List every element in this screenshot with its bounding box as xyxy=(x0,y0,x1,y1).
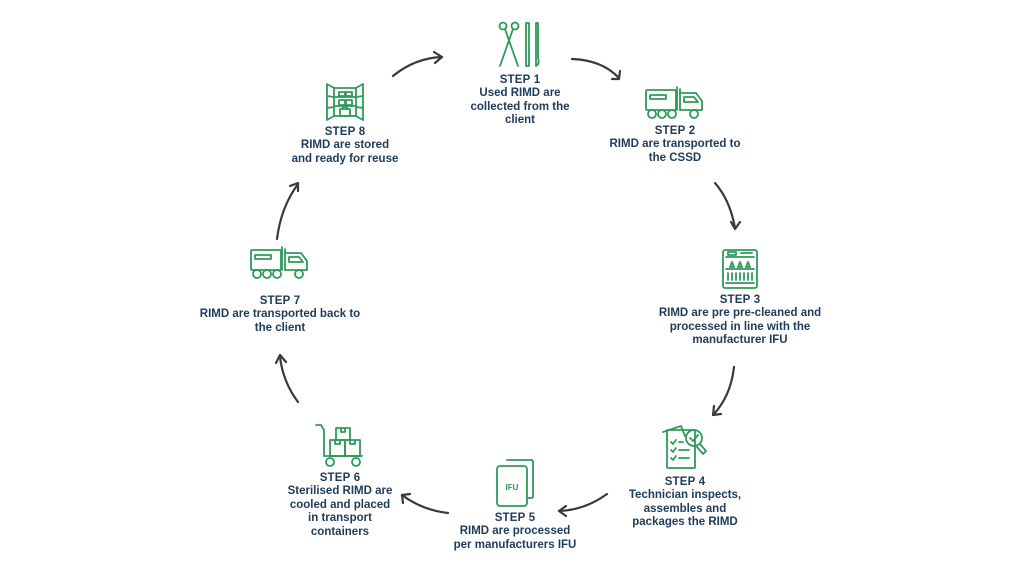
step-1-description: Used RIMD are collected from the client xyxy=(470,87,570,126)
arrow-step5-to-step6 xyxy=(400,492,450,515)
step-5-description: RIMD are processed per manufacturers IFU xyxy=(453,525,577,551)
step-8: STEP 8 RIMD are stored and ready for reu… xyxy=(270,82,420,166)
storage-shelves-icon xyxy=(326,83,364,121)
step-8-title: STEP 8 xyxy=(324,126,366,138)
step-6-title: STEP 6 xyxy=(319,472,361,484)
step-1-title: STEP 1 xyxy=(499,74,541,86)
truck-icon xyxy=(645,86,703,119)
arrow-step7-to-step8 xyxy=(275,181,300,241)
trolley-boxes-icon xyxy=(315,424,363,467)
ifu-label: IFU xyxy=(506,483,519,492)
step-4-description: Technician inspects, assembles and packa… xyxy=(628,489,742,528)
step-2: STEP 2 RIMD are transported to the CSSD xyxy=(595,85,755,165)
arrow-step4-to-step5 xyxy=(557,492,609,518)
arrow-step8-to-step1 xyxy=(391,50,444,78)
arrow-step2-to-step3 xyxy=(713,181,742,231)
step-4: STEP 4 Technician inspects, assembles an… xyxy=(610,422,760,530)
arrow-step3-to-step4 xyxy=(711,365,736,417)
surgical-instruments-icon xyxy=(498,21,540,67)
ifu-document-icon: IFU xyxy=(496,459,534,507)
arrow-step6-to-step7 xyxy=(274,353,300,404)
step-2-description: RIMD are transported to the CSSD xyxy=(609,138,741,164)
step-6-description: Sterilised RIMD are cooled and placed in… xyxy=(287,485,393,538)
step-7-title: STEP 7 xyxy=(259,295,301,307)
step-3: STEP 3 RIMD are pre pre-cleaned and proc… xyxy=(640,248,840,348)
arrow-step1-to-step2 xyxy=(570,57,622,81)
checklist-inspection-icon xyxy=(662,425,707,469)
step-3-description: RIMD are pre pre-cleaned and processed i… xyxy=(658,307,822,346)
step-4-title: STEP 4 xyxy=(664,476,706,488)
truck-icon xyxy=(250,246,308,279)
step-8-description: RIMD are stored and ready for reuse xyxy=(291,139,399,165)
step-7: STEP 7 RIMD are transported back to the … xyxy=(180,245,380,335)
step-7-description: RIMD are transported back to the client xyxy=(199,308,361,334)
step-3-title: STEP 3 xyxy=(719,294,761,306)
step-1: STEP 1 Used RIMD are collected from the … xyxy=(435,20,605,128)
step-5-title: STEP 5 xyxy=(494,512,536,524)
step-6: STEP 6 Sterilised RIMD are cooled and pl… xyxy=(265,422,415,539)
washer-disinfector-icon xyxy=(722,249,758,289)
step-5: IFU STEP 5 RIMD are processed per manufa… xyxy=(440,458,590,552)
step-2-title: STEP 2 xyxy=(654,125,696,137)
